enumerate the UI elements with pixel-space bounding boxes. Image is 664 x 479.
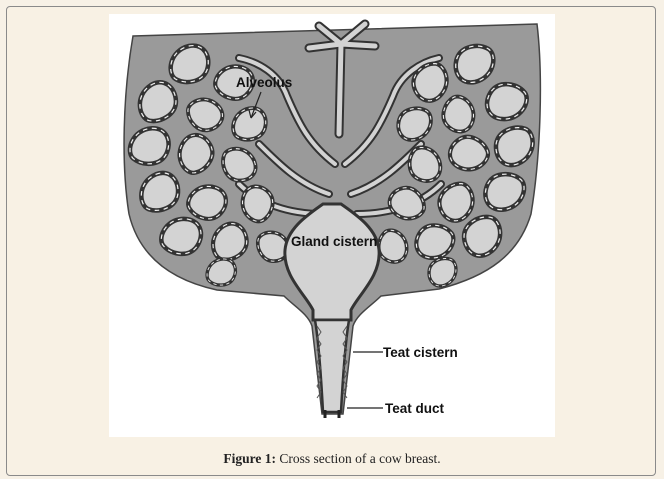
diagram-panel: Alveolus Gland cistern Teat cistern Teat… bbox=[109, 14, 555, 437]
label-gland-cistern: Gland cistern bbox=[291, 234, 377, 249]
label-teat-duct: Teat duct bbox=[385, 401, 445, 416]
caption-label: Figure 1: bbox=[223, 451, 276, 466]
label-teat-cistern: Teat cistern bbox=[383, 345, 458, 360]
figure-caption: Figure 1: Cross section of a cow breast. bbox=[0, 451, 664, 467]
caption-text: Cross section of a cow breast. bbox=[276, 451, 441, 466]
label-alveolus: Alveolus bbox=[236, 75, 292, 90]
udder-cross-section-diagram: Alveolus Gland cistern Teat cistern Teat… bbox=[109, 14, 555, 437]
